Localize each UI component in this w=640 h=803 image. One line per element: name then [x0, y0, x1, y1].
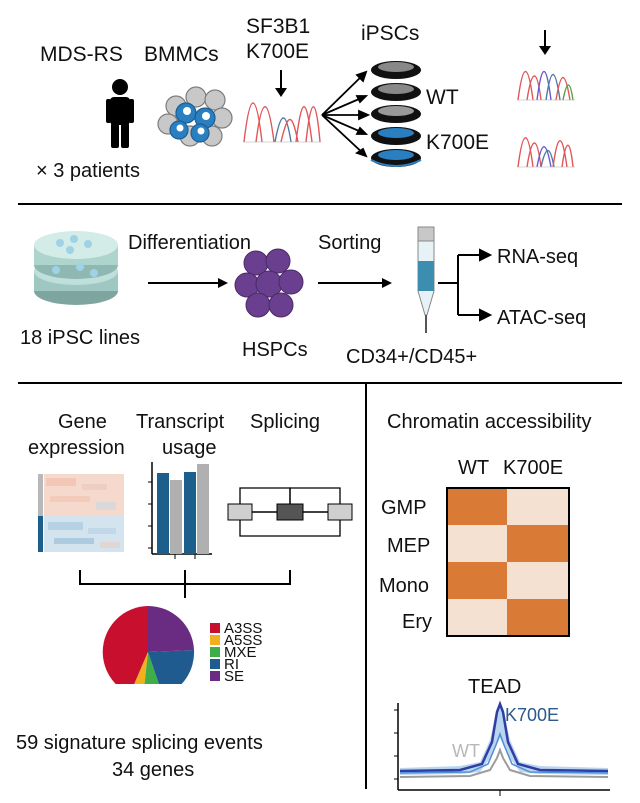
gene-expression-line2: expression [28, 437, 125, 459]
merge-bracket [79, 570, 291, 598]
pie-slice-ri [148, 650, 195, 684]
row-ery: Ery [402, 611, 432, 633]
legend-item: A3SS [210, 619, 280, 637]
profile-k700e-label: K700E [505, 705, 560, 725]
heatmap-border [446, 487, 570, 637]
person-icon [106, 79, 134, 148]
pie-slice-a3ss [102, 606, 148, 684]
legend-label-mxe: MXE [224, 643, 257, 661]
k700e-label: K700E [426, 131, 490, 154]
transcript-line1: Transcript [136, 411, 225, 433]
divider-2 [18, 382, 622, 384]
wt-arrow-icon [539, 30, 551, 55]
rnaseq-label: RNA-seq [497, 246, 579, 268]
legend-item: RI [210, 655, 280, 673]
gene-expression-line1: Gene [58, 411, 107, 433]
ipscs-label: iPSCs [361, 22, 420, 45]
legend-swatch-se [210, 671, 220, 681]
col-wt: WT [458, 457, 490, 479]
cell-ery-wt [447, 599, 507, 636]
col-k700e: K700E [503, 457, 564, 479]
panel2-graphics [34, 226, 493, 333]
ipsc-dish-stack-icon [370, 61, 422, 167]
legend-swatch-a5ss [210, 635, 220, 645]
legend-swatch-ri [210, 659, 220, 669]
divider-vertical [365, 384, 367, 789]
tead-profile-plot [394, 700, 610, 796]
legend-item: A5SS [210, 631, 280, 649]
legend-label-ri: RI [224, 655, 239, 673]
mutation-line2: K700E [246, 40, 310, 63]
legend-label-a3ss: A3SS [224, 619, 263, 637]
mds-rs-label: MDS-RS [40, 43, 123, 66]
summary-line2: 34 genes [112, 759, 195, 781]
legend-label-se: SE [224, 667, 245, 685]
branch-arrows [438, 248, 493, 322]
chromatogram-wt [517, 70, 575, 101]
bmmc-cluster-icon [157, 86, 233, 147]
legend-swatch-mxe [210, 647, 220, 657]
splicing-label: Splicing [250, 411, 321, 433]
wt-label: WT [426, 86, 459, 109]
profile-wt-label: WT [452, 741, 480, 761]
sorting-tube-icon [417, 226, 435, 333]
splicing-pie-chart [102, 606, 195, 684]
chromatogram-k700e [517, 137, 575, 168]
markers-label: CD34+/CD45+ [346, 346, 478, 368]
row-mono: Mono [379, 575, 430, 597]
pie-slice-se [148, 606, 194, 652]
expression-heatmap [38, 474, 124, 552]
arrow-sorting [318, 278, 392, 288]
ipsc-lines-label: 18 iPSC lines [20, 327, 141, 349]
cell-gmp-wt [447, 488, 507, 525]
bmmcs-label: BMMCs [144, 43, 219, 66]
divider-1 [18, 203, 622, 205]
transcript-usage-bars [148, 462, 212, 559]
legend-label-a5ss: A5SS [224, 631, 263, 649]
cell-mono-wt [447, 562, 507, 599]
differentiation-label: Differentiation [128, 232, 252, 254]
row-gmp: GMP [381, 497, 427, 519]
hspc-cluster-icon [234, 248, 304, 318]
pie-legend: A3SS A5SS MXE RI SE [210, 619, 280, 685]
cell-mep-k700e [507, 525, 569, 562]
sorting-label: Sorting [318, 232, 382, 254]
splicing-diagram [227, 487, 353, 537]
cell-ery-k700e [507, 599, 569, 636]
pie-slice-mxe [144, 652, 159, 684]
arrow-differentiation [148, 278, 228, 288]
cell-mono-k700e [507, 562, 569, 599]
cell-gmp-k700e [507, 488, 569, 525]
legend-swatch-a3ss [210, 623, 220, 633]
legend-item: MXE [210, 643, 280, 661]
cell-mep-wt [447, 525, 507, 562]
hspcs-label: HSPCs [242, 339, 308, 361]
panel3-graphics [38, 462, 353, 684]
atacseq-label: ATAC-seq [497, 307, 587, 329]
patients-label: × 3 patients [36, 160, 140, 182]
summary-line1: 59 signature splicing events [16, 732, 263, 754]
mutation-line1: SF3B1 [246, 15, 311, 38]
mutation-arrow-icon [275, 70, 287, 97]
chromatin-title: Chromatin accessibility [387, 411, 592, 433]
legend-item: SE [210, 667, 280, 685]
row-mep: MEP [387, 535, 431, 557]
tead-label: TEAD [468, 676, 522, 698]
panel1-graphics [106, 30, 575, 168]
fan-out-arrows [321, 70, 371, 158]
chromatogram-patient [243, 102, 321, 143]
transcript-line2: usage [162, 437, 217, 459]
ipsc-plate-icon [34, 231, 118, 305]
